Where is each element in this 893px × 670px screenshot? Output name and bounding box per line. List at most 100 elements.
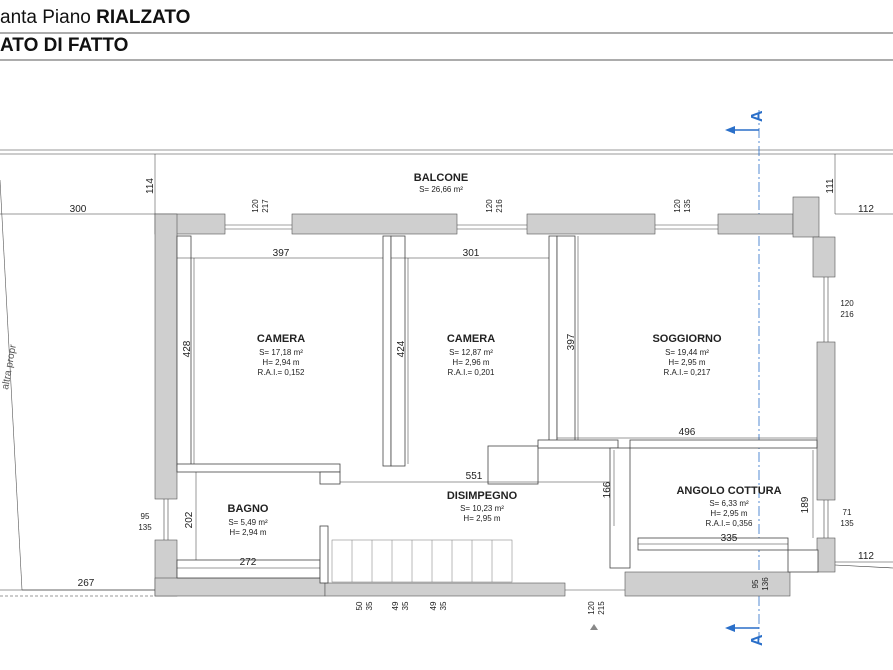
wall-kitchen-west — [609, 447, 631, 569]
dim-551: 551 — [466, 471, 483, 482]
room-height-camera-1: H= 2,94 m — [262, 358, 299, 367]
room-area-bagno: S= 5,49 m² — [228, 518, 268, 527]
wall-kitchen-north — [537, 439, 619, 449]
room-name-angolo-cottura: ANGOLO COTTURA — [676, 485, 781, 497]
stair-outline — [331, 539, 513, 583]
room-name-disimpegno: DISIMPEGNO — [447, 490, 518, 502]
room-height-camera-2: H= 2,96 m — [452, 358, 489, 367]
wall-west-1 — [154, 213, 178, 500]
dim-335: 335 — [721, 533, 738, 544]
win1-height: 217 — [261, 199, 270, 213]
plan-subtitle: ATO DI FATTO — [0, 35, 129, 56]
step1-a: 50 — [355, 601, 364, 610]
win7-width: 95 — [751, 579, 760, 588]
neighbour-label: altra propr — [0, 343, 19, 390]
win3-height: 135 — [683, 199, 692, 213]
room-area-soggiorno: S= 19,44 m² — [665, 348, 709, 357]
room-area-angolo-cottura: S= 6,33 m² — [709, 499, 749, 508]
neighbour-boundary — [0, 179, 23, 591]
wall-north-4 — [717, 213, 794, 235]
wall-kitchen-corner — [787, 549, 819, 573]
inner-walls — [176, 235, 819, 584]
wall-corridor-step — [319, 471, 341, 485]
win6-width: 95 — [141, 512, 150, 521]
right-ground-line — [834, 564, 893, 569]
entrance-marker — [590, 624, 598, 630]
wall-camera-divider-a — [382, 235, 392, 467]
room-height-bagno: H= 2,94 m — [229, 528, 266, 537]
wall-pillar — [792, 196, 820, 238]
section-label-top: A — [749, 110, 766, 122]
dim-114: 114 — [145, 178, 156, 194]
wall-camera2-east — [548, 235, 558, 445]
plan-title-floor: RIALZATO — [96, 7, 191, 28]
dim-428: 428 — [182, 340, 193, 357]
win2-width: 120 — [485, 199, 494, 213]
door-width: 120 — [587, 601, 596, 615]
room-name-soggiorno: SOGGIORNO — [652, 333, 722, 345]
wall-camera-divider-b — [390, 235, 406, 467]
room-area-balcone: S= 26,66 m² — [419, 185, 463, 194]
wall-north-3 — [526, 213, 656, 235]
dim-112-top: 112 — [858, 204, 874, 215]
dim-111: 111 — [825, 178, 836, 194]
dim-397-camera: 397 — [273, 248, 290, 259]
win3-width: 120 — [673, 199, 682, 213]
win6-height: 135 — [138, 523, 152, 532]
win2-height: 216 — [495, 199, 504, 213]
room-name-camera-2: CAMERA — [447, 333, 495, 345]
wall-east-3 — [816, 537, 836, 573]
room-rai-soggiorno: R.A.I.= 0,217 — [664, 368, 711, 377]
stairs — [331, 539, 513, 583]
wall-bagno-north — [176, 463, 341, 473]
room-area-disimpegno: S= 10,23 m² — [460, 504, 504, 513]
dim-112-bottom: 112 — [858, 551, 874, 562]
room-height-angolo-cottura: H= 2,95 m — [710, 509, 747, 518]
wall-stair-west — [319, 525, 329, 584]
dim-496: 496 — [679, 427, 696, 438]
dim-267: 267 — [78, 578, 95, 589]
win7-height: 136 — [761, 577, 770, 591]
dim-300: 300 — [70, 204, 87, 215]
door-height: 215 — [597, 601, 606, 615]
win5-width: 71 — [843, 508, 852, 517]
win5-height: 135 — [840, 519, 854, 528]
wall-south-1 — [154, 577, 326, 597]
plan-title: anta Piano RIALZATO — [0, 7, 190, 29]
dim-424: 424 — [396, 340, 407, 357]
section-arrow-bottom-head — [725, 624, 735, 632]
step3-a: 49 — [429, 601, 438, 610]
room-rai-angolo-cottura: R.A.I.= 0,356 — [706, 519, 753, 528]
section-arrow-top-head — [725, 126, 735, 134]
plan-title-prefix: anta Piano — [0, 7, 97, 28]
windows — [163, 224, 829, 591]
wall-east-2 — [816, 341, 836, 501]
dim-272: 272 — [240, 557, 257, 568]
step3-b: 35 — [439, 601, 448, 610]
dimension-lines — [0, 154, 893, 591]
wall-kitchen-north-2 — [629, 439, 818, 449]
room-height-disimpegno: H= 2,95 m — [463, 514, 500, 523]
wall-corridor-notch — [487, 445, 539, 485]
room-rai-camera-2: R.A.I.= 0,201 — [448, 368, 495, 377]
room-height-soggiorno: H= 2,95 m — [668, 358, 705, 367]
room-name-balcone: BALCONE — [414, 172, 468, 184]
win4-width: 120 — [840, 299, 854, 308]
wall-north-2 — [291, 213, 458, 235]
room-area-camera-1: S= 17,18 m² — [259, 348, 303, 357]
wall-south-2 — [324, 582, 566, 597]
step2-a: 49 — [391, 601, 400, 610]
win4-height: 216 — [840, 310, 854, 319]
dim-189: 189 — [800, 496, 811, 513]
room-name-bagno: BAGNO — [228, 503, 269, 515]
wall-east-1 — [812, 236, 836, 278]
dim-397-soggiorno: 397 — [566, 333, 577, 350]
win1-width: 120 — [251, 199, 260, 213]
room-rai-camera-1: R.A.I.= 0,152 — [258, 368, 305, 377]
step2-b: 35 — [401, 601, 410, 610]
step1-b: 35 — [365, 601, 374, 610]
dim-166: 166 — [602, 481, 613, 498]
room-name-camera-1: CAMERA — [257, 333, 305, 345]
wall-south-3 — [624, 571, 791, 597]
